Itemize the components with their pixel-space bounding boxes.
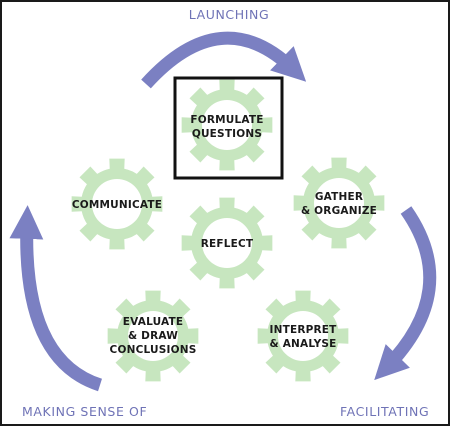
gear-formulate-questions: FORMULATE QUESTIONS: [181, 79, 273, 171]
phase-label-making-sense-of: MAKING SENSE OF: [22, 404, 147, 419]
gear-evaluate-line2: & DRAW: [128, 330, 178, 342]
formulate-highlight-box: [173, 76, 284, 180]
gear-evaluate-line3: CONCLUSIONS: [110, 344, 197, 356]
gear-icon: [181, 197, 273, 289]
gear-gather-line2: & ORGANIZE: [301, 205, 377, 217]
gear-formulate-line2: QUESTIONS: [192, 128, 262, 140]
gear-gather-organize: GATHER & ORGANIZE: [293, 157, 385, 249]
gear-reflect: REFLECT: [181, 197, 273, 289]
gear-evaluate-line1: EVALUATE: [123, 316, 183, 328]
gear-icon: [107, 290, 199, 382]
launching-arrow: [141, 31, 307, 89]
gear-interpret-line2: & ANALYSE: [269, 338, 336, 350]
phase-label-facilitating: FACILITATING: [340, 404, 429, 419]
gear-gather-line1: GATHER: [315, 191, 363, 203]
gear-icon: [181, 79, 273, 171]
gear-reflect-line1: REFLECT: [201, 238, 254, 250]
gear-formulate-line1: FORMULATE: [190, 114, 263, 126]
gear-interpret-line1: INTERPRET: [269, 324, 337, 336]
gear-communicate-line1: COMMUNICATE: [72, 199, 162, 211]
facilitating-arrow: [374, 206, 437, 381]
gear-interpret-analyse: INTERPRET & ANALYSE: [257, 290, 349, 382]
making-sense-arrow: [9, 205, 103, 392]
gear-communicate: COMMUNICATE: [71, 158, 163, 250]
phase-label-launching: LAUNCHING: [189, 7, 270, 22]
gear-icon: [293, 157, 385, 249]
gear-icon: [71, 158, 163, 250]
gear-evaluate-draw-conclusions: EVALUATE & DRAW CONCLUSIONS: [107, 290, 199, 382]
gear-icon: [257, 290, 349, 382]
